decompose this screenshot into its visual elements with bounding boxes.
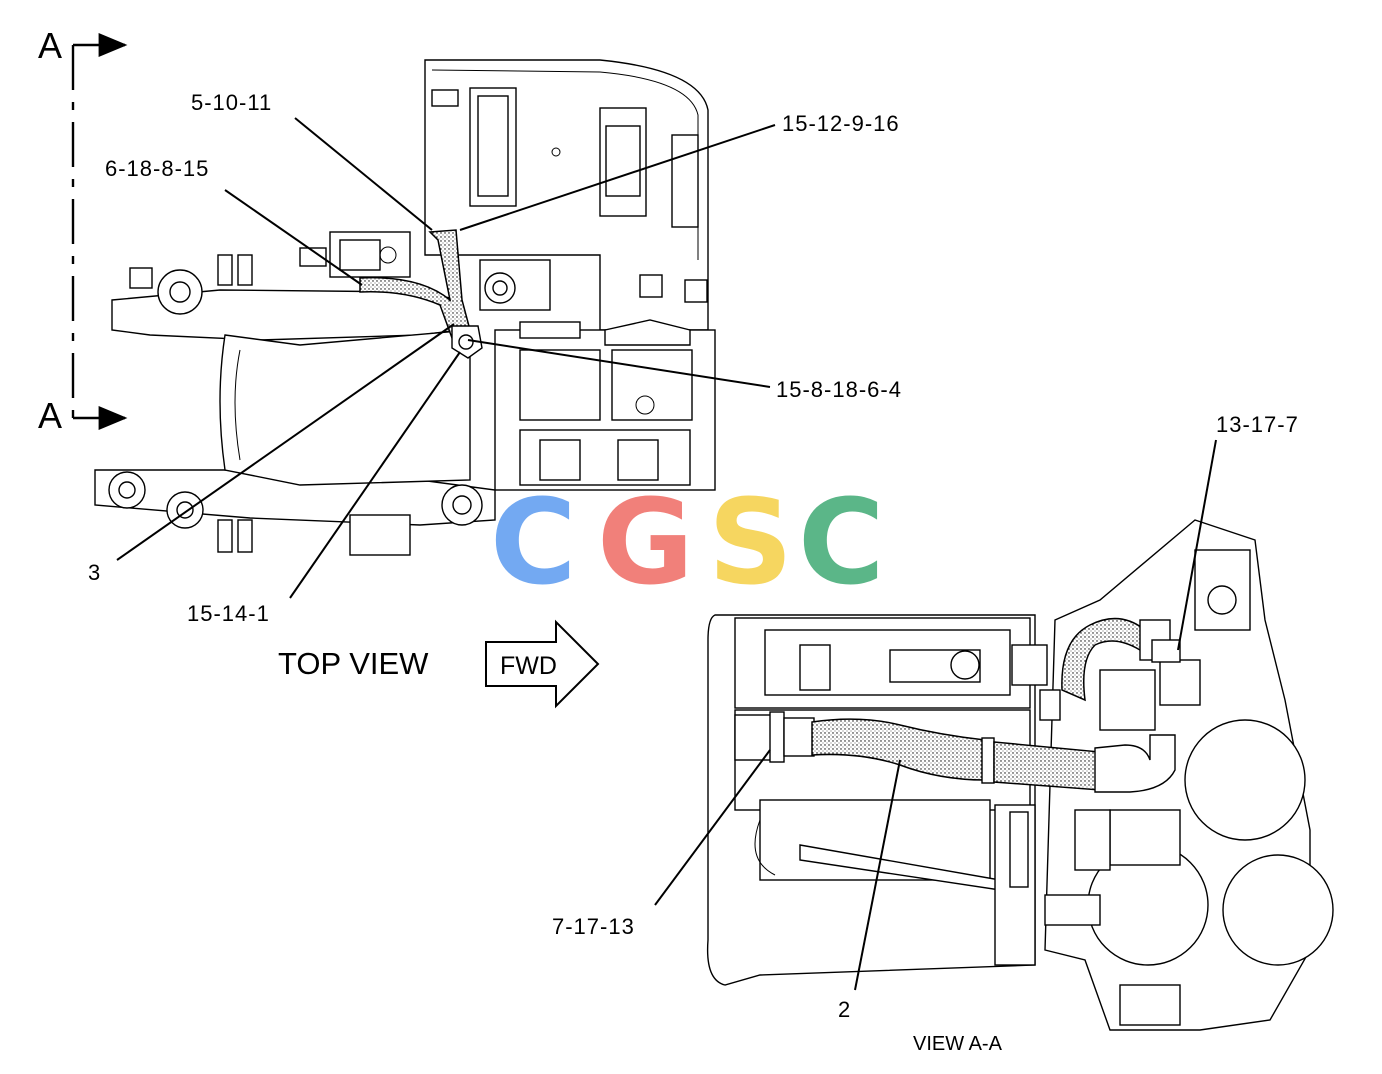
callout-6-18-8-15: 6-18-8-15 [105, 156, 209, 181]
view-a-a-drawing [706, 519, 1334, 1031]
watermark-letter-c2: C [798, 473, 885, 611]
watermark-letter-c1: C [490, 473, 577, 611]
callout-3: 3 [88, 560, 101, 585]
callout-2: 2 [838, 997, 851, 1022]
watermark-letter-s: S [708, 473, 793, 611]
section-line-a-a [71, 33, 128, 430]
callout-15-8-18-6-4: 15-8-18-6-4 [776, 377, 902, 402]
cgsc-watermark-logo: C G S C [490, 473, 885, 611]
forward-arrow-icon [485, 619, 600, 709]
view-a-a-title: VIEW A-A [913, 1033, 1003, 1055]
callout-13-17-7: 13-17-7 [1216, 412, 1299, 437]
top-view-title: TOP VIEW [278, 646, 429, 681]
leader-lines [116, 117, 1217, 991]
forward-label: FWD [500, 652, 557, 680]
callout-5-10-11: 5-10-11 [191, 90, 272, 115]
watermark-letter-g: G [597, 473, 694, 611]
section-mark-bottom: A [38, 395, 62, 436]
callout-7-17-13: 7-17-13 [552, 914, 635, 939]
section-mark-top: A [38, 25, 62, 66]
callout-15-14-1: 15-14-1 [187, 601, 270, 626]
callout-15-12-9-16: 15-12-9-16 [782, 111, 900, 136]
